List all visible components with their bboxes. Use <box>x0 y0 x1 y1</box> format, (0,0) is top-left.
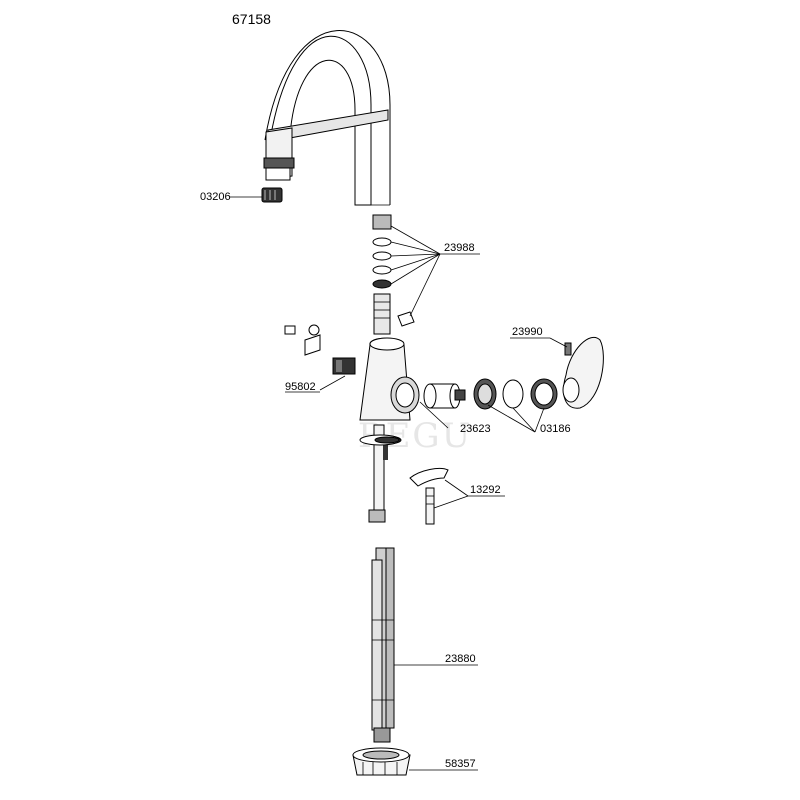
part-label-23880: 23880 <box>445 653 476 665</box>
seal-set-part: 23988 <box>372 214 480 335</box>
part-label-58357: 58357 <box>445 758 476 770</box>
part-label-03206: 03206 <box>200 191 231 203</box>
model-number: 67158 <box>232 11 271 27</box>
part-label-23990: 23990 <box>512 326 543 338</box>
part-label-23623: 23623 <box>460 423 491 435</box>
nut-set-part: 03186 <box>473 378 571 435</box>
part-label-95802: 95802 <box>285 381 316 393</box>
cartridge-part: 23623 <box>419 383 491 435</box>
hoses-part: 23880 <box>371 547 478 743</box>
lever-part: 23990 <box>510 326 604 409</box>
part-label-13292: 13292 <box>470 484 501 496</box>
diverter-part: 95802 <box>284 324 356 393</box>
part-label-03186: 03186 <box>540 423 571 435</box>
part-label-23988: 23988 <box>444 242 475 254</box>
aerator-part: 03206 <box>200 187 283 203</box>
mounting-kit-part: 13292 <box>359 434 505 525</box>
spout-part <box>263 30 391 206</box>
base-nut-part: 58357 <box>352 747 478 776</box>
